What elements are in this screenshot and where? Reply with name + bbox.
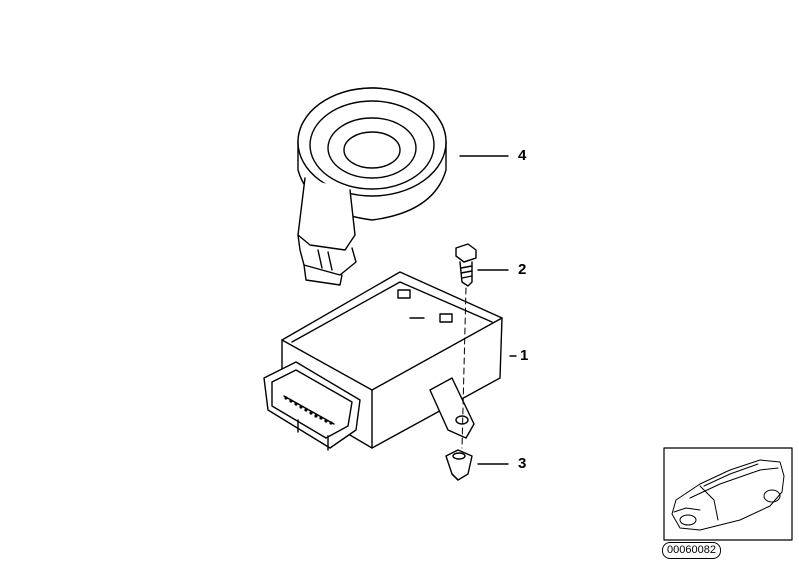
callout-1: 1 [520, 347, 529, 364]
connector-pins [284, 396, 333, 425]
callout-4: 4 [518, 147, 527, 164]
callout-3: 3 [518, 455, 527, 472]
car-thumbnail [671, 459, 785, 531]
callout-2: 2 [518, 261, 527, 278]
thumbnail-frame [663, 447, 793, 541]
assembly-line [461, 287, 467, 449]
clip-nut [445, 449, 473, 481]
reference-code: 00060082 [662, 542, 721, 559]
ring-antenna [297, 87, 447, 286]
screw [455, 243, 477, 287]
control-unit [263, 271, 503, 451]
